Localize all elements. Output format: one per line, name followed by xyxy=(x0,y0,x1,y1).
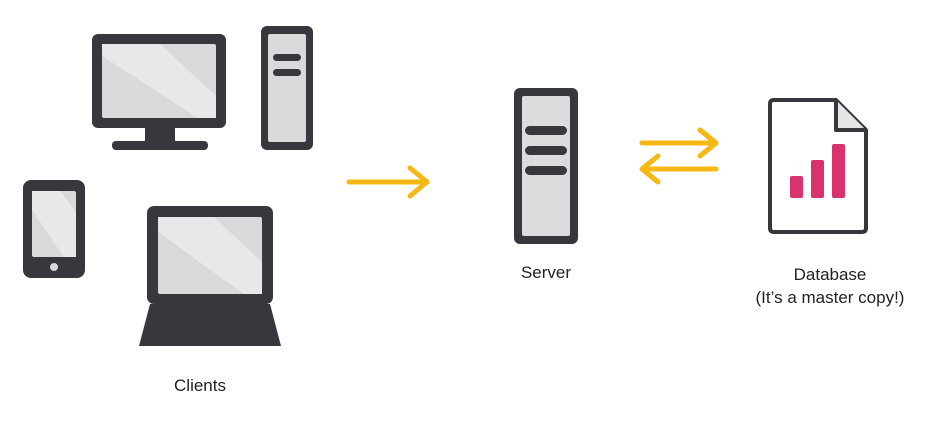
clients-to-server-arrow xyxy=(346,165,430,199)
server-label: Server xyxy=(520,263,572,282)
clients-label: Clients xyxy=(174,376,226,395)
server-to-database-arrow xyxy=(639,127,719,159)
database-document-icon xyxy=(768,98,868,234)
database-to-server-arrow xyxy=(639,153,719,185)
mobile-phone-icon xyxy=(23,180,85,278)
database-note: (It’s a master copy!) xyxy=(755,288,905,307)
database-label: Database xyxy=(793,265,867,284)
desktop-monitor-icon xyxy=(92,34,226,150)
server-icon xyxy=(514,88,578,244)
laptop-icon xyxy=(139,206,281,346)
computer-tower-icon xyxy=(261,26,313,150)
